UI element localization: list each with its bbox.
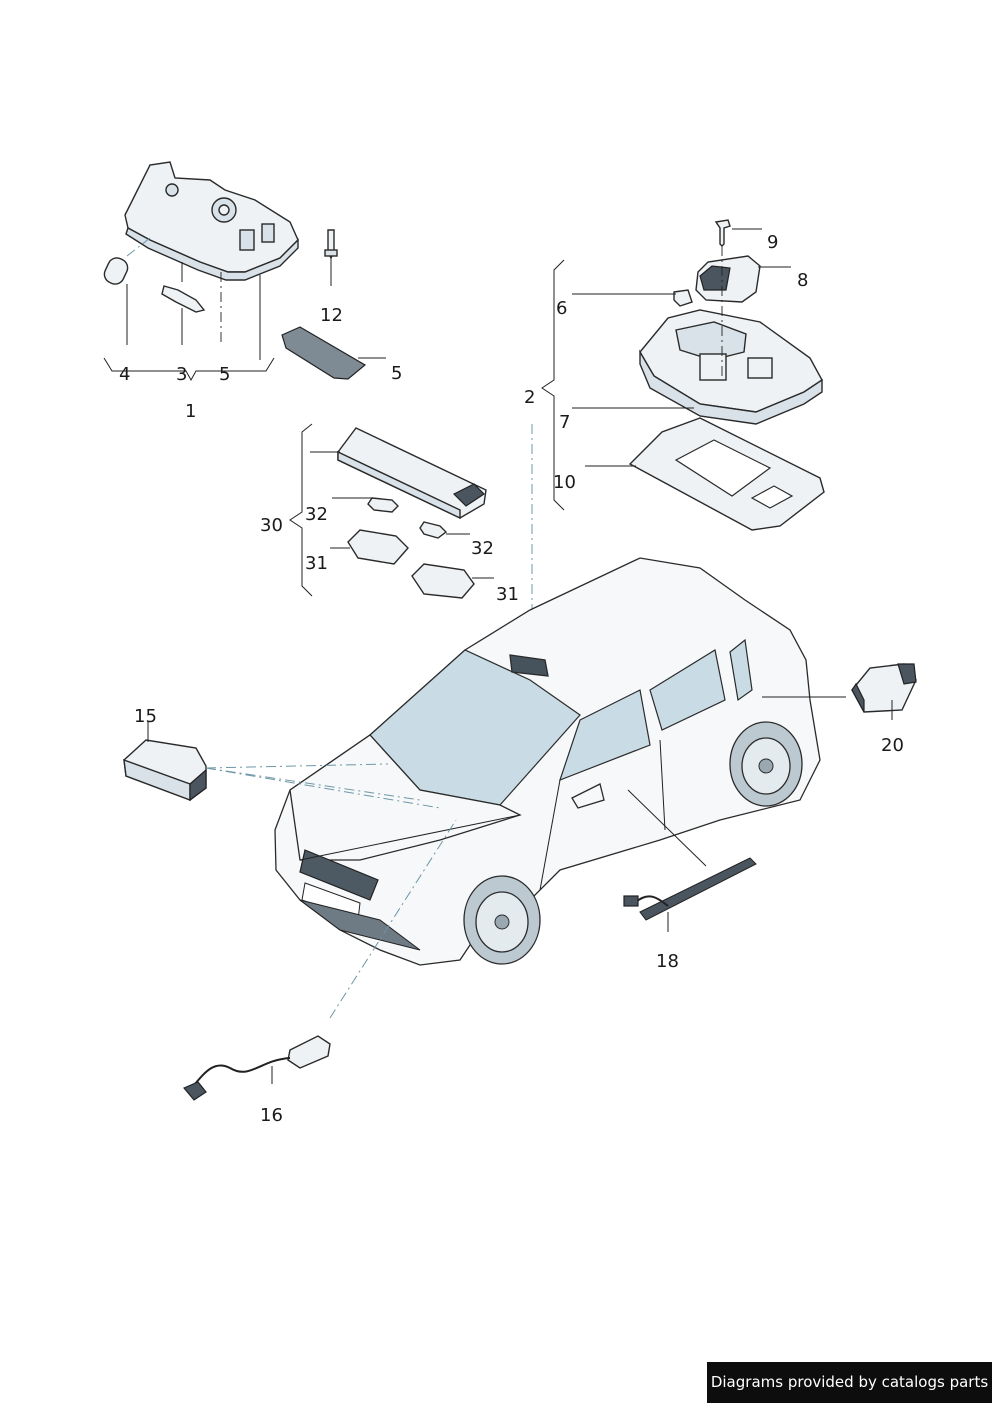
label-10: 10	[553, 472, 576, 493]
label-31: 31	[305, 553, 328, 574]
part-6-clip	[673, 289, 693, 307]
part-30-interior-light	[337, 427, 487, 520]
part-8-switch	[695, 255, 761, 303]
label-7: 7	[559, 412, 571, 433]
part-32-bulb	[367, 497, 399, 513]
credit-banner: Diagrams provided by catalogs parts	[707, 1362, 992, 1403]
label-15: 15	[134, 706, 157, 727]
label-20: 20	[881, 735, 904, 756]
label-4: 4	[119, 364, 131, 385]
part-9-screw	[714, 219, 731, 247]
part-32-bulb-2	[419, 521, 448, 539]
label-8: 8	[797, 270, 809, 291]
part-5-lens	[281, 326, 367, 380]
label-5: 5	[219, 364, 231, 385]
part-3-festoon-bulb	[161, 285, 206, 313]
label-31-b: 31	[496, 584, 519, 605]
label-12: 12	[320, 305, 343, 326]
part-15-control-unit	[123, 739, 207, 802]
part-4-bulb	[103, 257, 129, 285]
part-20-footwell-light	[851, 663, 917, 713]
label-6: 6	[556, 298, 568, 319]
label-18: 18	[656, 951, 679, 972]
part-12-screw	[324, 229, 338, 260]
part-18-ambient-light-strip	[623, 857, 757, 921]
part-31-lens	[347, 529, 409, 565]
label-2: 2	[524, 387, 536, 408]
label-3: 3	[176, 364, 188, 385]
part-10-console-trim	[628, 417, 825, 531]
car-body	[274, 557, 821, 966]
label-30: 30	[260, 515, 283, 536]
label-5-lens: 5	[391, 363, 403, 384]
label-32-b: 32	[471, 538, 494, 559]
front-wheel	[463, 875, 541, 965]
part-16-wiring-sensor	[183, 1035, 331, 1101]
part-2-roof-console-housing	[639, 309, 823, 425]
part-31-lens-2	[411, 563, 475, 599]
label-9: 9	[767, 232, 779, 253]
label-16: 16	[260, 1105, 283, 1126]
label-1: 1	[185, 401, 197, 422]
label-32: 32	[305, 504, 328, 525]
part-1-reading-light-housing	[124, 161, 299, 281]
rear-wheel	[729, 721, 803, 807]
